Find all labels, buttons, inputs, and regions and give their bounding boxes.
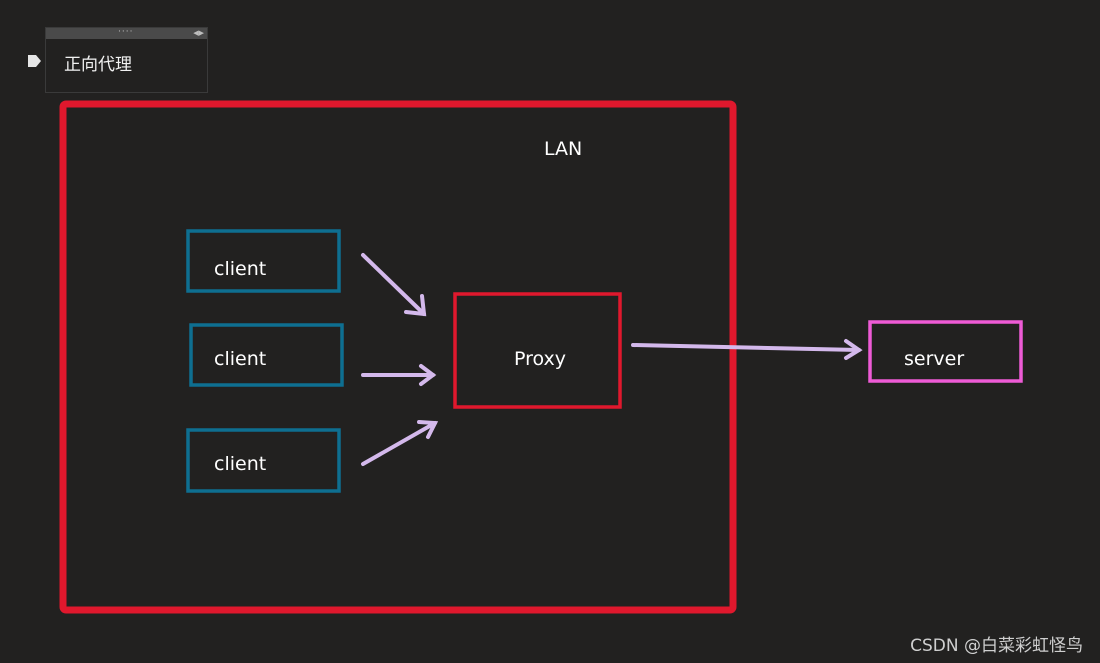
tag-icon xyxy=(28,55,41,67)
proxy-box xyxy=(453,292,622,409)
lan-box xyxy=(59,100,737,614)
server-label: server xyxy=(904,348,965,370)
lan-label: LAN xyxy=(544,138,583,160)
note-drag-handle[interactable]: ···· ◀▶ xyxy=(46,27,207,39)
client-label-1: client xyxy=(214,258,267,280)
client-box-2 xyxy=(189,323,344,387)
note-title: 正向代理 xyxy=(64,55,132,75)
client-label-3: client xyxy=(214,453,267,475)
client-box-3 xyxy=(186,428,341,493)
client-label-2: client xyxy=(214,348,267,370)
arrow-client3-to-proxy xyxy=(361,420,439,466)
note-container[interactable]: ···· ◀▶ 正向代理 xyxy=(45,27,208,93)
resize-arrows-icon[interactable]: ◀▶ xyxy=(193,29,204,37)
arrow-client1-to-proxy xyxy=(361,253,427,317)
proxy-label: Proxy xyxy=(514,348,567,370)
arrow-client2-to-proxy xyxy=(361,364,437,386)
server-box xyxy=(868,320,1023,383)
client-box-1 xyxy=(186,229,341,293)
arrow-proxy-to-server xyxy=(631,339,863,360)
drag-dots-icon: ···· xyxy=(118,27,134,37)
watermark: CSDN @白菜彩虹怪鸟 xyxy=(910,636,1083,656)
